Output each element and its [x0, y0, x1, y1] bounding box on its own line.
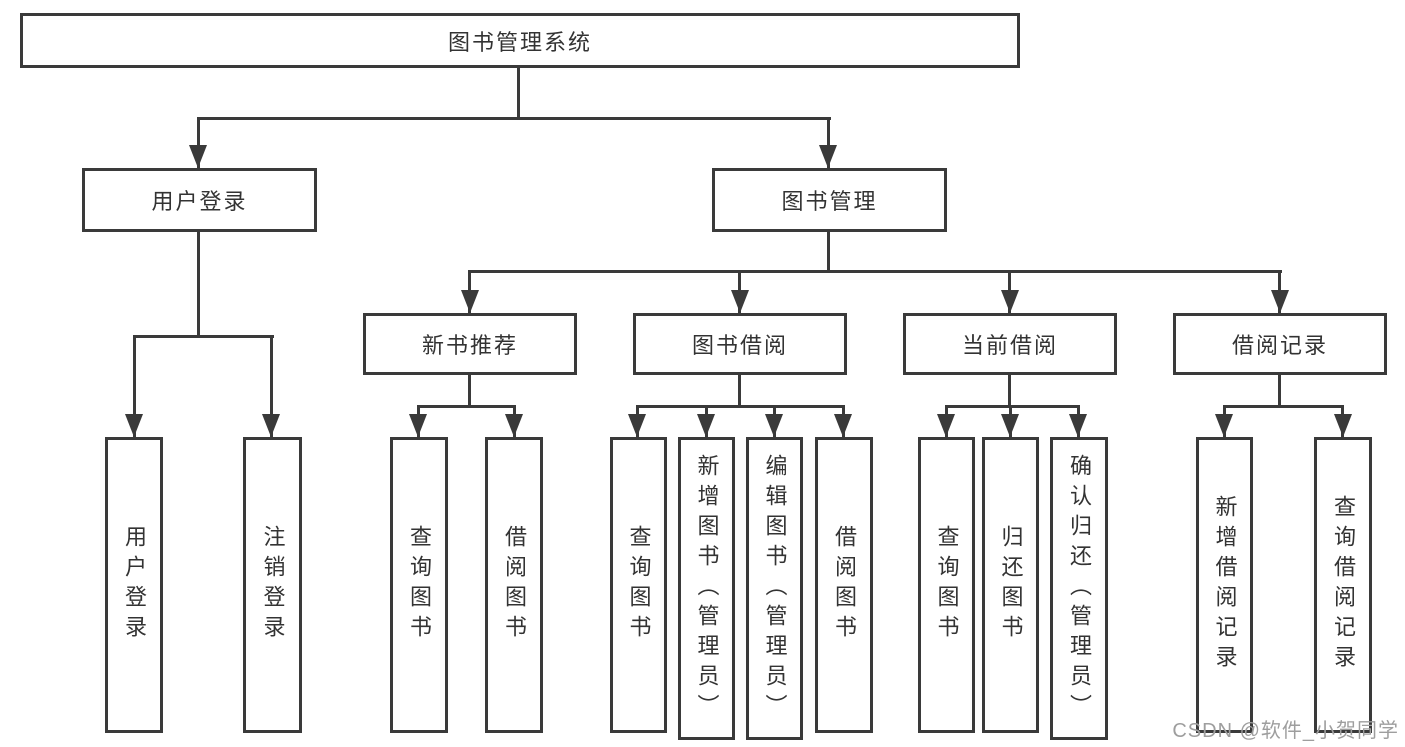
node-new-book-recommend: 新书推荐	[363, 313, 577, 375]
connector-line	[945, 405, 1080, 408]
leaf-query-books-recommend: 查询图书	[390, 437, 448, 733]
node-label: 图书管理系统	[447, 29, 592, 55]
leaf-label: 查询图书	[407, 525, 432, 645]
leaf-query-books-current: 查询图书	[918, 437, 975, 733]
connector-line	[636, 405, 845, 408]
connector-line	[827, 117, 830, 168]
leaf-confirm-return-admin: 确认归还（管理员）	[1050, 437, 1108, 740]
leaf-label: 查询图书	[626, 525, 652, 645]
connector-line	[517, 68, 520, 117]
leaf-return-book: 归还图书	[982, 437, 1039, 733]
arrow-down-icon	[834, 414, 852, 437]
connector-line	[1278, 375, 1281, 405]
leaf-label: 新增图书（管理员）	[694, 453, 720, 724]
connector-line	[827, 232, 830, 270]
connector-line	[738, 375, 741, 405]
connector-line	[197, 117, 200, 168]
arrow-down-icon	[125, 414, 143, 437]
leaf-label: 查询借阅记录	[1331, 495, 1356, 675]
leaf-label: 确认归还（管理员）	[1067, 453, 1092, 724]
node-library-management-system: 图书管理系统	[20, 13, 1020, 68]
arrow-down-icon	[1069, 414, 1087, 437]
leaf-label: 注销登录	[260, 525, 286, 645]
connector-line	[417, 405, 516, 408]
arrow-down-icon	[628, 414, 646, 437]
leaf-add-book-admin: 新增图书（管理员）	[678, 437, 735, 740]
connector-line	[197, 117, 831, 120]
arrow-down-icon	[1271, 290, 1289, 313]
leaf-query-books-borrowing: 查询图书	[610, 437, 667, 733]
arrow-down-icon	[697, 414, 715, 437]
leaf-label: 借阅图书	[832, 525, 857, 645]
arrow-down-icon	[731, 290, 749, 313]
leaf-label: 查询图书	[934, 525, 960, 645]
node-book-management: 图书管理	[712, 168, 947, 232]
leaf-user-login: 用户登录	[105, 437, 163, 733]
leaf-label: 新增借阅记录	[1212, 495, 1238, 675]
leaf-add-borrow-record: 新增借阅记录	[1196, 437, 1253, 733]
arrow-down-icon	[505, 414, 523, 437]
leaf-edit-book-admin: 编辑图书（管理员）	[746, 437, 803, 740]
connector-line	[197, 232, 200, 335]
leaf-label: 用户登录	[122, 525, 147, 645]
arrow-down-icon	[937, 414, 955, 437]
arrow-down-icon	[1334, 414, 1352, 437]
arrow-down-icon	[1001, 290, 1019, 313]
node-label: 借阅记录	[1231, 333, 1328, 358]
node-label: 图书借阅	[691, 333, 788, 358]
connector-line	[133, 335, 274, 338]
leaf-query-borrow-record: 查询借阅记录	[1314, 437, 1372, 733]
node-borrowing-records: 借阅记录	[1173, 313, 1387, 375]
leaf-label: 归还图书	[998, 525, 1024, 645]
connector-line	[468, 270, 1282, 273]
connector-line	[1008, 375, 1011, 405]
connector-line	[270, 335, 273, 437]
arrow-down-icon	[189, 145, 207, 168]
leaf-label: 借阅图书	[502, 525, 527, 645]
node-current-borrowing: 当前借阅	[903, 313, 1117, 375]
arrow-down-icon	[262, 414, 280, 437]
arrow-down-icon	[1001, 414, 1019, 437]
leaf-borrow-books-recommend: 借阅图书	[485, 437, 543, 733]
csdn-watermark: CSDN @软件_小贺同学	[1172, 720, 1399, 742]
connector-line	[468, 375, 471, 405]
arrow-down-icon	[461, 290, 479, 313]
leaf-logout: 注销登录	[243, 437, 302, 733]
node-label: 新书推荐	[421, 333, 518, 358]
node-label: 当前借阅	[961, 333, 1058, 358]
arrow-down-icon	[819, 145, 837, 168]
arrow-down-icon	[765, 414, 783, 437]
node-label: 图书管理	[781, 189, 878, 214]
node-book-borrowing: 图书借阅	[633, 313, 847, 375]
node-label: 用户登录	[151, 189, 248, 214]
node-user-login: 用户登录	[82, 168, 317, 232]
leaf-borrow-books-borrowing: 借阅图书	[815, 437, 873, 733]
arrow-down-icon	[1215, 414, 1233, 437]
leaf-label: 编辑图书（管理员）	[762, 453, 788, 724]
connector-line	[133, 335, 136, 437]
connector-line	[1223, 405, 1344, 408]
arrow-down-icon	[409, 414, 427, 437]
